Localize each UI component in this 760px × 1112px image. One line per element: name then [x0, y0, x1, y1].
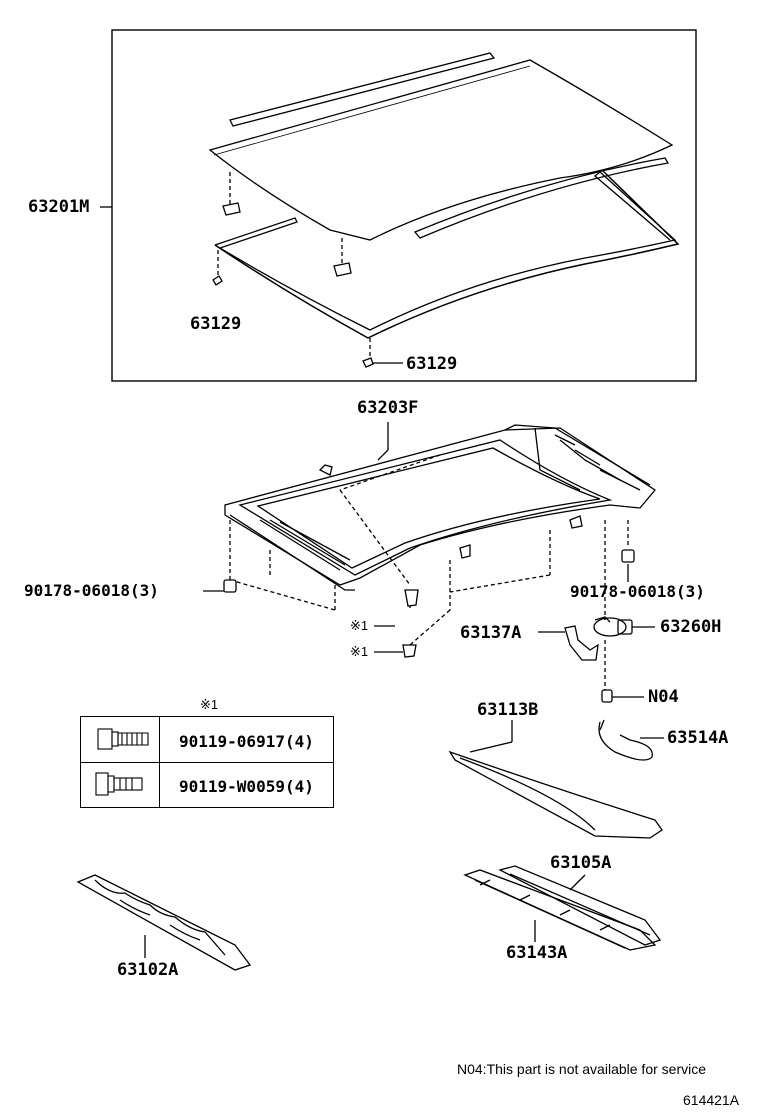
label-63203f[interactable]: 63203F — [357, 398, 419, 418]
label-63102a[interactable]: 63102A — [117, 960, 179, 980]
label-ref-b: ※1 — [350, 644, 369, 659]
hose-part — [598, 719, 664, 761]
roof-glass-panel — [208, 59, 674, 241]
label-ref-a: ※1 — [350, 618, 369, 633]
rails-part — [463, 865, 662, 951]
label-nut-left[interactable]: 90178-06018(3) — [24, 581, 159, 600]
frame-leaders — [377, 422, 389, 461]
roof-glass-group-box — [111, 29, 697, 382]
table-part-number[interactable]: 90119-06917(4) — [179, 732, 314, 751]
table-row: 90119-06917(4) — [81, 717, 333, 763]
label-63201m[interactable]: 63201M — [28, 197, 90, 217]
table-row: 90119-W0059(4) — [81, 762, 333, 807]
label-63129-b[interactable]: 63129 — [406, 354, 458, 374]
table-part-number[interactable]: 90119-W0059(4) — [179, 777, 314, 796]
label-63129-a[interactable]: 63129 — [190, 314, 242, 334]
label-63260h[interactable]: 63260H — [660, 617, 722, 637]
clip-icons — [212, 202, 374, 368]
glass-clips — [217, 172, 371, 360]
bracket-part — [538, 625, 599, 661]
diagram-code: 614421A — [683, 1092, 740, 1108]
label-n04[interactable]: N04 — [648, 687, 679, 707]
label-63137a[interactable]: 63137A — [460, 623, 522, 643]
frame-dashes — [229, 454, 629, 690]
footer-note: N04:This part is not available for servi… — [457, 1061, 706, 1077]
roof-molding-side — [413, 157, 670, 239]
sunshade-part — [448, 720, 663, 839]
roof-weatherstrip — [214, 169, 680, 339]
sunroof-frame — [224, 424, 656, 591]
label-63143a[interactable]: 63143A — [506, 943, 568, 963]
label-63113b[interactable]: 63113B — [477, 700, 539, 720]
roof-molding-top — [229, 52, 496, 127]
bolt-table: 90119-06917(4) 90119-W0059(4) — [80, 716, 334, 808]
table-header: ※1 — [200, 697, 219, 712]
hex-bolt-icon — [95, 772, 143, 796]
label-63514a[interactable]: 63514A — [667, 728, 729, 748]
table-icon-cell — [81, 762, 160, 807]
label-nut-right[interactable]: 90178-06018(3) — [570, 582, 705, 601]
frame-nuts — [223, 549, 635, 658]
flange-bolt-icon — [97, 728, 149, 750]
n04-part — [601, 689, 644, 703]
front-panel-part — [76, 874, 252, 971]
label-63105a[interactable]: 63105A — [550, 853, 612, 873]
table-icon-cell — [81, 717, 160, 762]
motor-part — [593, 616, 655, 637]
